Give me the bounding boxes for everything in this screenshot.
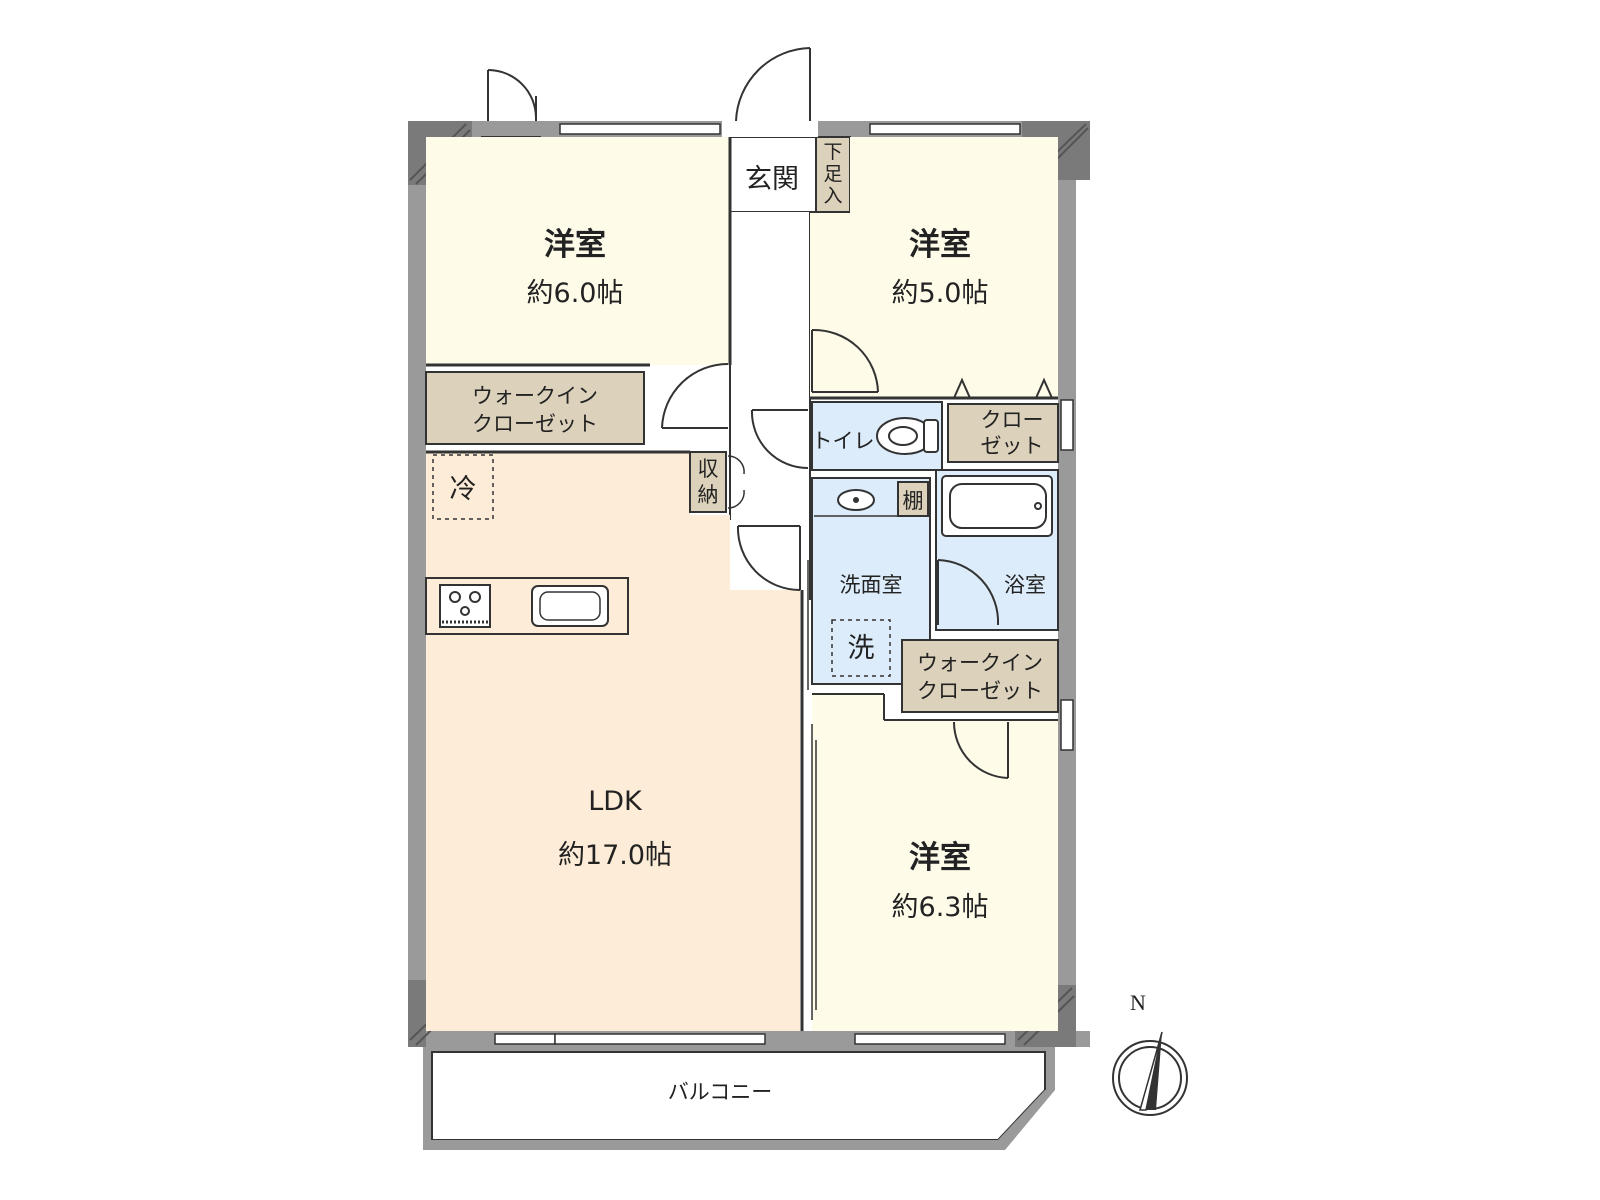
bath-label: 浴室 bbox=[1004, 573, 1046, 597]
door-swing-icon bbox=[735, 47, 811, 122]
walk-in-closet-2: ウォークイン クローゼット bbox=[901, 639, 1059, 713]
room-western-3: 洋室 約6.3帖 bbox=[807, 560, 1058, 1031]
washer-label: 洗 bbox=[848, 633, 875, 664]
wic-label-line2: クローゼット bbox=[472, 412, 598, 436]
stove-icon bbox=[439, 584, 491, 628]
storage-label-2: 納 bbox=[698, 483, 719, 507]
room-name: 洋室 bbox=[909, 840, 971, 876]
washer-space bbox=[831, 619, 891, 677]
washroom-label: 洗面室 bbox=[840, 573, 903, 597]
closet-label-2: ゼット bbox=[981, 434, 1044, 458]
door-swing-icon bbox=[811, 328, 879, 393]
room-size: 約6.0帖 bbox=[527, 278, 624, 309]
closet: クロー ゼット bbox=[947, 403, 1059, 463]
wic-label-line1: ウォークイン bbox=[472, 384, 598, 408]
fridge-space bbox=[432, 454, 494, 520]
closet-door-icon bbox=[953, 377, 1053, 399]
compass-icon: N bbox=[1112, 990, 1188, 1116]
room-size: 約17.0帖 bbox=[558, 840, 672, 871]
room-name: 洋室 bbox=[544, 227, 606, 263]
bathtub-icon bbox=[941, 475, 1053, 537]
north-label: N bbox=[1130, 990, 1146, 1015]
bathroom: 浴室 bbox=[935, 469, 1059, 631]
room-size: 約6.3帖 bbox=[892, 892, 989, 923]
balcony: バルコニー bbox=[423, 1032, 1055, 1150]
shoe-box-label-3: 入 bbox=[823, 185, 842, 207]
washbasin-icon bbox=[814, 482, 898, 516]
door-swing-icon bbox=[661, 363, 729, 429]
door-swing-icon bbox=[953, 721, 1009, 779]
door-swing-icon bbox=[750, 409, 809, 469]
fridge-label: 冷 bbox=[450, 474, 477, 505]
door-swing-icon bbox=[736, 525, 801, 591]
sink-icon bbox=[531, 585, 609, 627]
room-western-2: 洋室 約5.0帖 bbox=[810, 137, 1058, 400]
room-name: 洋室 bbox=[909, 227, 971, 263]
shelf-label: 棚 bbox=[903, 489, 924, 513]
closet-label-1: クロー bbox=[981, 408, 1044, 432]
room-ldk: 冷 LDK 約17.0帖 bbox=[425, 450, 804, 1031]
toilet-label: トイレ bbox=[812, 429, 875, 453]
room-size: 約5.0帖 bbox=[892, 278, 989, 309]
sliding-door-icon bbox=[807, 560, 817, 1020]
toilet-icon bbox=[876, 417, 939, 455]
shoe-box-label-1: 下 bbox=[823, 141, 842, 163]
wic-label-line1: ウォークイン bbox=[917, 651, 1043, 675]
walk-in-closet-1: ウォークイン クローゼット bbox=[425, 371, 645, 445]
genkan-label: 玄関 bbox=[745, 164, 799, 195]
wic-label-line2: クローゼット bbox=[917, 679, 1043, 703]
shoe-box-label-2: 足 bbox=[823, 163, 842, 185]
door-swing-icon bbox=[727, 455, 745, 509]
storage-label-1: 収 bbox=[698, 457, 719, 481]
windows bbox=[494, 123, 1074, 1045]
storage: 収 納 bbox=[689, 409, 809, 513]
toilet-room: トイレ bbox=[811, 401, 943, 471]
room-name: LDK bbox=[588, 786, 643, 817]
corridor bbox=[729, 212, 811, 602]
room-western-1: 洋室 約6.0帖 bbox=[426, 137, 732, 429]
door-swing-icon bbox=[937, 559, 1000, 626]
balcony-label: バルコニー bbox=[668, 1080, 773, 1104]
door-swing-icon bbox=[487, 69, 537, 121]
